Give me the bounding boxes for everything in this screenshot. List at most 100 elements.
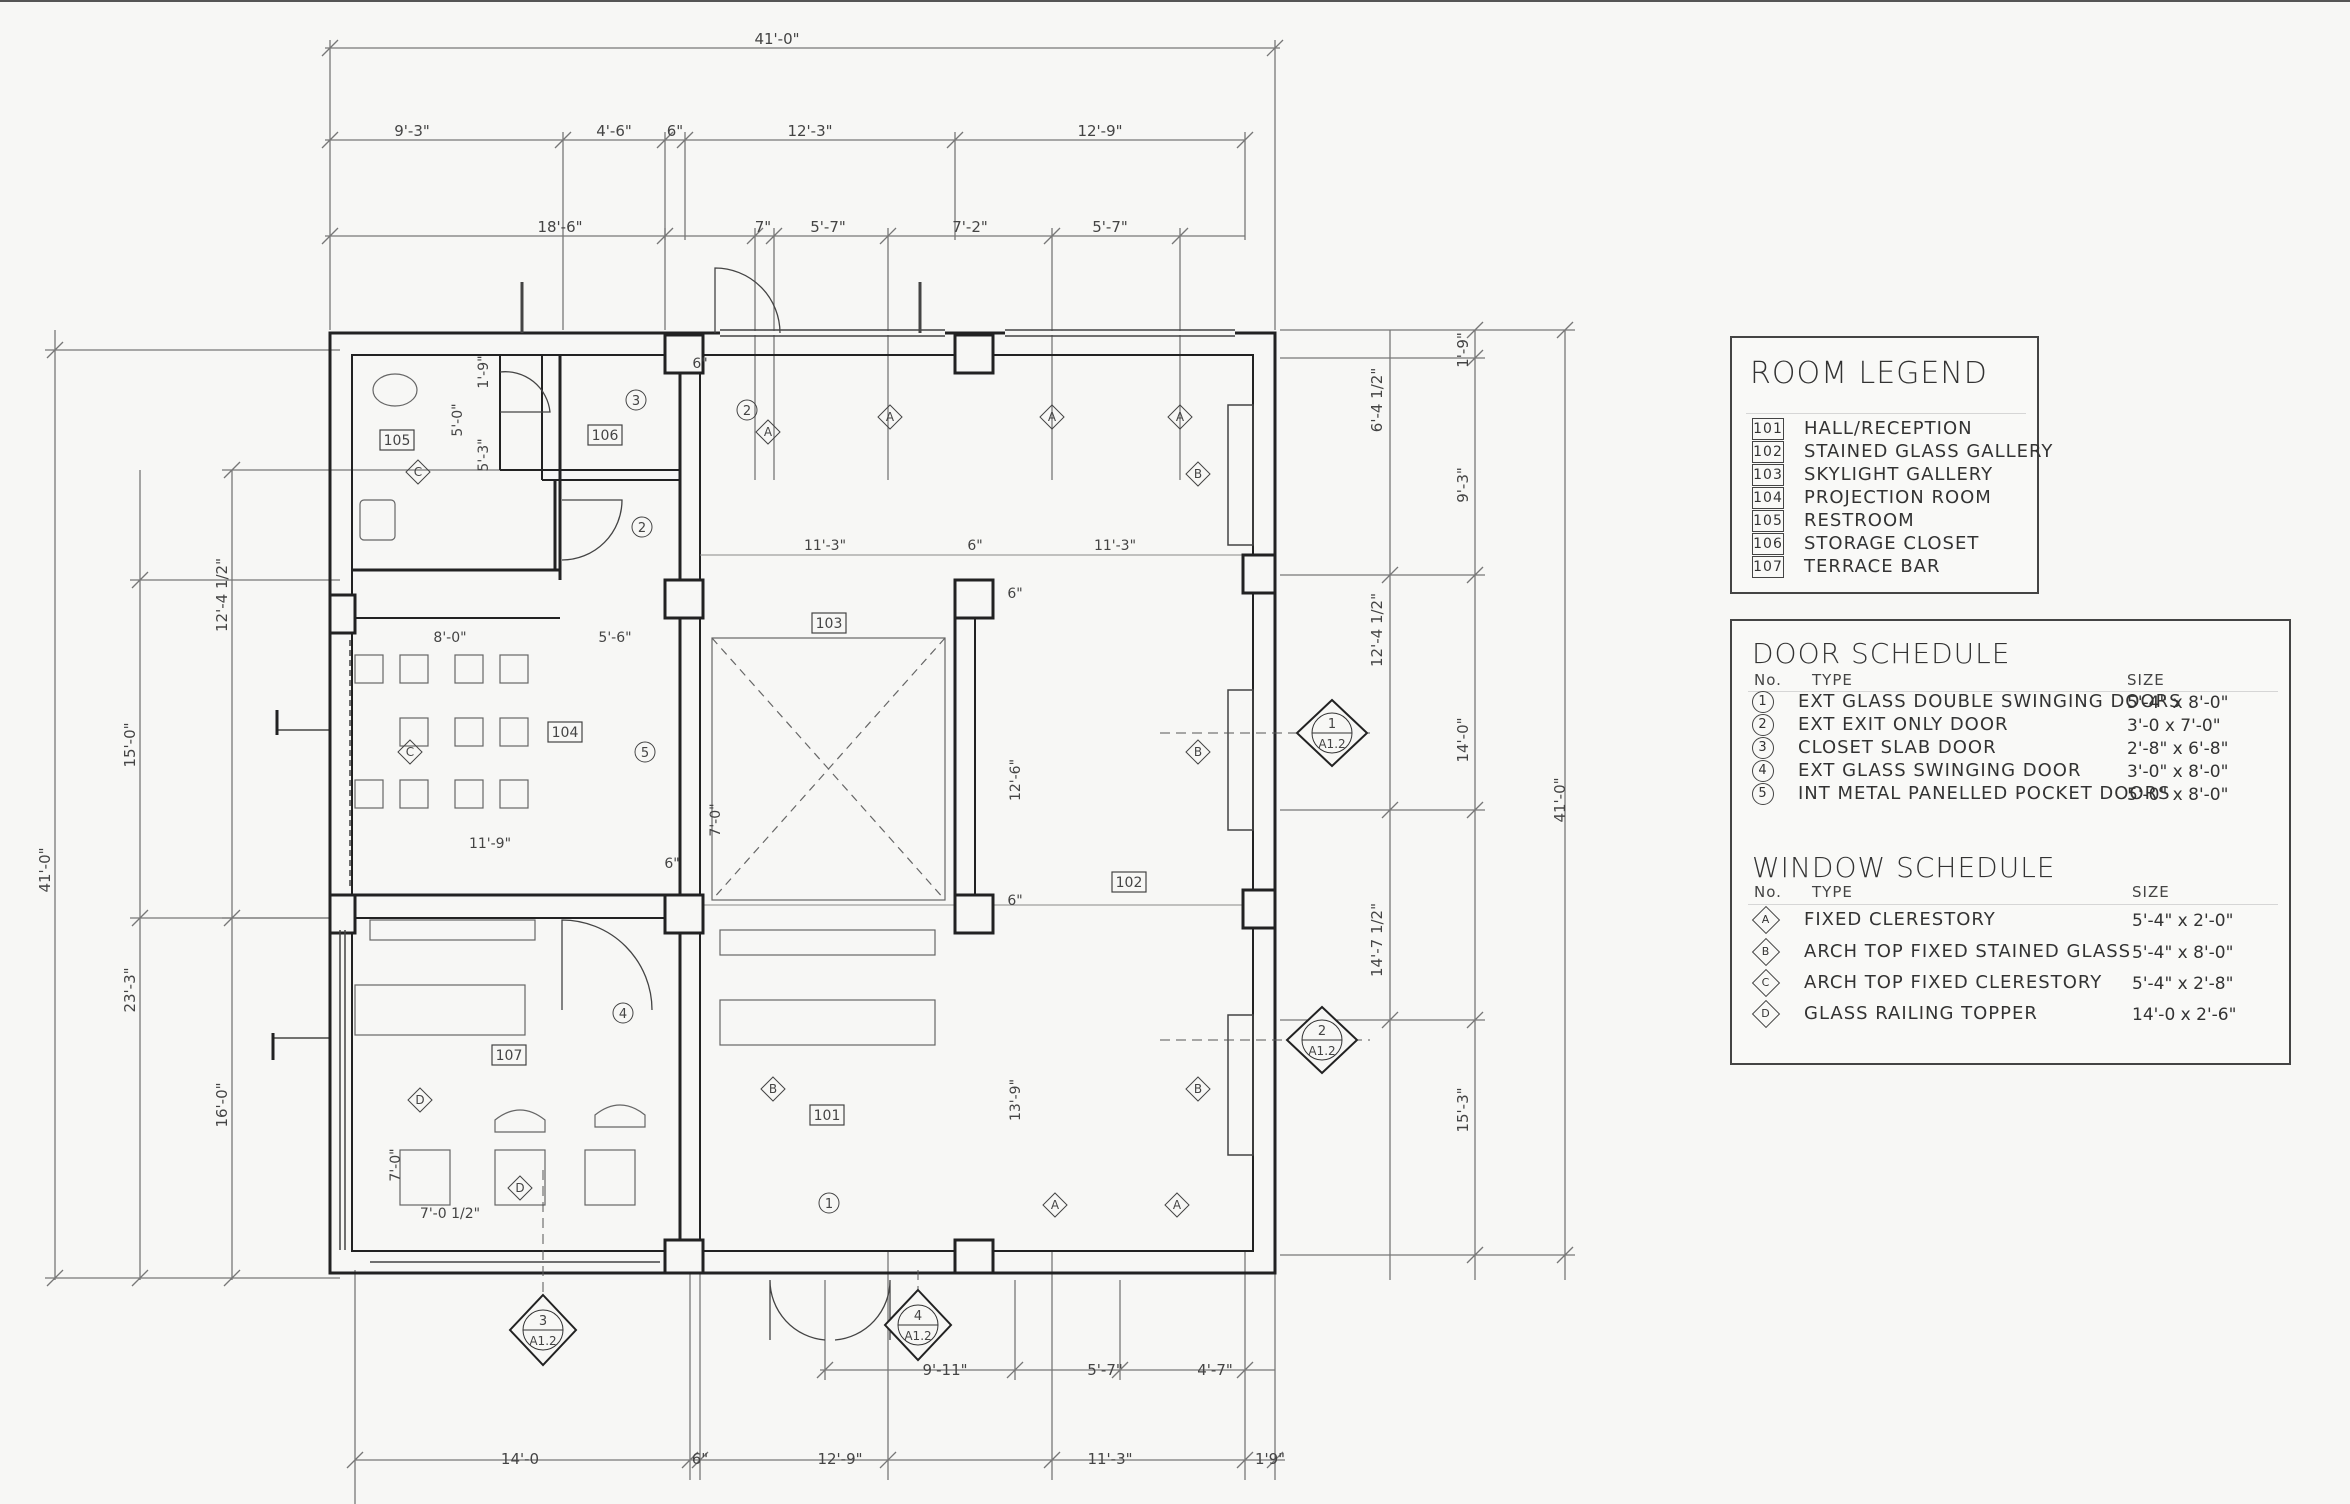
dim-right-1: 1'-9" <box>1454 332 1472 368</box>
dim-left-1: 15'-0" <box>121 722 139 767</box>
room-legend-title: ROOM LEGEND <box>1750 356 1988 391</box>
svg-text:2: 2 <box>1318 1024 1326 1039</box>
svg-text:B: B <box>1194 467 1202 481</box>
svg-text:B: B <box>1194 745 1202 759</box>
svg-text:C: C <box>414 465 422 479</box>
svg-text:B: B <box>1194 1082 1202 1096</box>
room-tag-104: 104 <box>552 725 579 741</box>
dim-right-3: 14'-0" <box>1454 717 1472 762</box>
dim-int-11-3b: 11'-3" <box>1094 538 1136 554</box>
svg-text:4: 4 <box>619 1007 627 1022</box>
dim-top2-1: 18'-6" <box>537 218 582 236</box>
svg-text:A: A <box>1173 1198 1182 1212</box>
dim-int-6: 6" <box>967 538 982 554</box>
dim-top-3: 6" <box>667 122 683 140</box>
dim-top2-5: 5'-7" <box>1092 218 1128 236</box>
dim-int-8-0: 8'-0" <box>433 630 466 646</box>
dim-top-1: 9'-3" <box>394 122 430 140</box>
svg-text:3: 3 <box>632 394 640 409</box>
svg-text:C: C <box>406 745 414 759</box>
room-tags: 105 106 103 104 102 107 101 <box>379 424 1147 1126</box>
dim-left-total: 41'-0" <box>36 847 54 892</box>
room-tag-101: 101 <box>814 1108 841 1124</box>
window-schedule-title: WINDOW SCHEDULE <box>1752 851 2056 884</box>
dim-left-4: 16'-0" <box>213 1082 231 1127</box>
dim-top2-2: 7" <box>755 218 771 236</box>
dim-int-12-6: 12'-6" <box>1008 759 1024 801</box>
room-tag-105: 105 <box>384 433 411 449</box>
svg-text:A1.2: A1.2 <box>904 1329 931 1343</box>
dim-int-1-9: 1'-9" <box>476 355 492 388</box>
dim-int-7-0half: 7'-0 1/2" <box>420 1206 480 1222</box>
door-schedule-title: DOOR SCHEDULE <box>1752 637 2011 670</box>
dim-top-5: 12'-9" <box>1077 122 1122 140</box>
dim-bot2-5: 1'9" <box>1255 1450 1285 1468</box>
dim-top-total: 41'-0" <box>754 30 799 48</box>
dim-left-2: 23'-3" <box>121 967 139 1012</box>
dim-int-5-3: 5'-3" <box>476 438 492 471</box>
dim-top2-3: 5'-7" <box>810 218 846 236</box>
windows <box>339 329 1254 1263</box>
svg-text:1: 1 <box>825 1197 833 1212</box>
room-tag-102: 102 <box>1116 875 1143 891</box>
svg-text:3: 3 <box>539 1314 547 1329</box>
window-tags: A A A A B B B B C C D D A A <box>397 404 1211 1218</box>
dim-right-5: 6'-4 1/2" <box>1368 368 1386 432</box>
dim-left-3: 12'-4 1/2" <box>213 558 231 632</box>
section-marker-3: 3 A1.2 <box>508 1170 578 1367</box>
svg-text:4: 4 <box>914 1309 922 1324</box>
dim-bot-3: 4'-7" <box>1197 1361 1233 1379</box>
building-walls <box>328 331 1277 1275</box>
dim-int-6d: 6" <box>1007 893 1022 909</box>
dim-int-6b: 6" <box>1007 586 1022 602</box>
section-marker-2: 2 A1.2 <box>1160 1005 1370 1075</box>
svg-text:A1.2: A1.2 <box>529 1334 556 1348</box>
svg-text:A1.2: A1.2 <box>1318 737 1345 751</box>
svg-text:1: 1 <box>1328 717 1336 732</box>
svg-text:A: A <box>1048 410 1057 424</box>
dim-int-7-0: 7'-0" <box>708 803 724 836</box>
dim-int-6e: 6" <box>692 356 707 372</box>
room-tag-103: 103 <box>816 616 843 632</box>
dim-int-11-3a: 11'-3" <box>804 538 846 554</box>
svg-text:A: A <box>764 425 773 439</box>
dim-bot2-2: 6" <box>692 1450 708 1468</box>
dim-bot-2: 5'-7" <box>1087 1361 1123 1379</box>
interior-dimension-labels: 1'-9" 5'-0" 5'-3" 11'-3" 6" 11'-3" 8'-0"… <box>388 355 1136 1222</box>
dim-right-7: 14'-7 1/2" <box>1368 903 1386 977</box>
door-tags: 3 2 5 4 1 2 <box>612 389 840 1214</box>
svg-text:D: D <box>415 1093 424 1107</box>
doors <box>499 267 922 1341</box>
dim-int-13-9: 13'-9" <box>1008 1079 1024 1121</box>
dim-right-6: 12'-4 1/2" <box>1368 593 1386 667</box>
dimension-labels: 41'-0" 9'-3" 4'-6" 6" 12'-3" 12'-9" 18'-… <box>36 30 1569 1468</box>
room-tag-107: 107 <box>496 1048 523 1064</box>
cut-markers <box>271 710 330 1060</box>
dim-bot-1: 9'-11" <box>922 1361 967 1379</box>
dim-int-5-0: 5'-0" <box>450 403 466 436</box>
dim-right-4: 15'-3" <box>1454 1087 1472 1132</box>
dim-int-6c: 6" <box>664 856 679 872</box>
section-marker-1: 1 A1.2 <box>1160 698 1370 768</box>
dim-right-2: 9'-3" <box>1454 467 1472 503</box>
svg-text:A: A <box>886 410 895 424</box>
svg-text:B: B <box>769 1082 777 1096</box>
dim-bot2-3: 12'-9" <box>817 1450 862 1468</box>
